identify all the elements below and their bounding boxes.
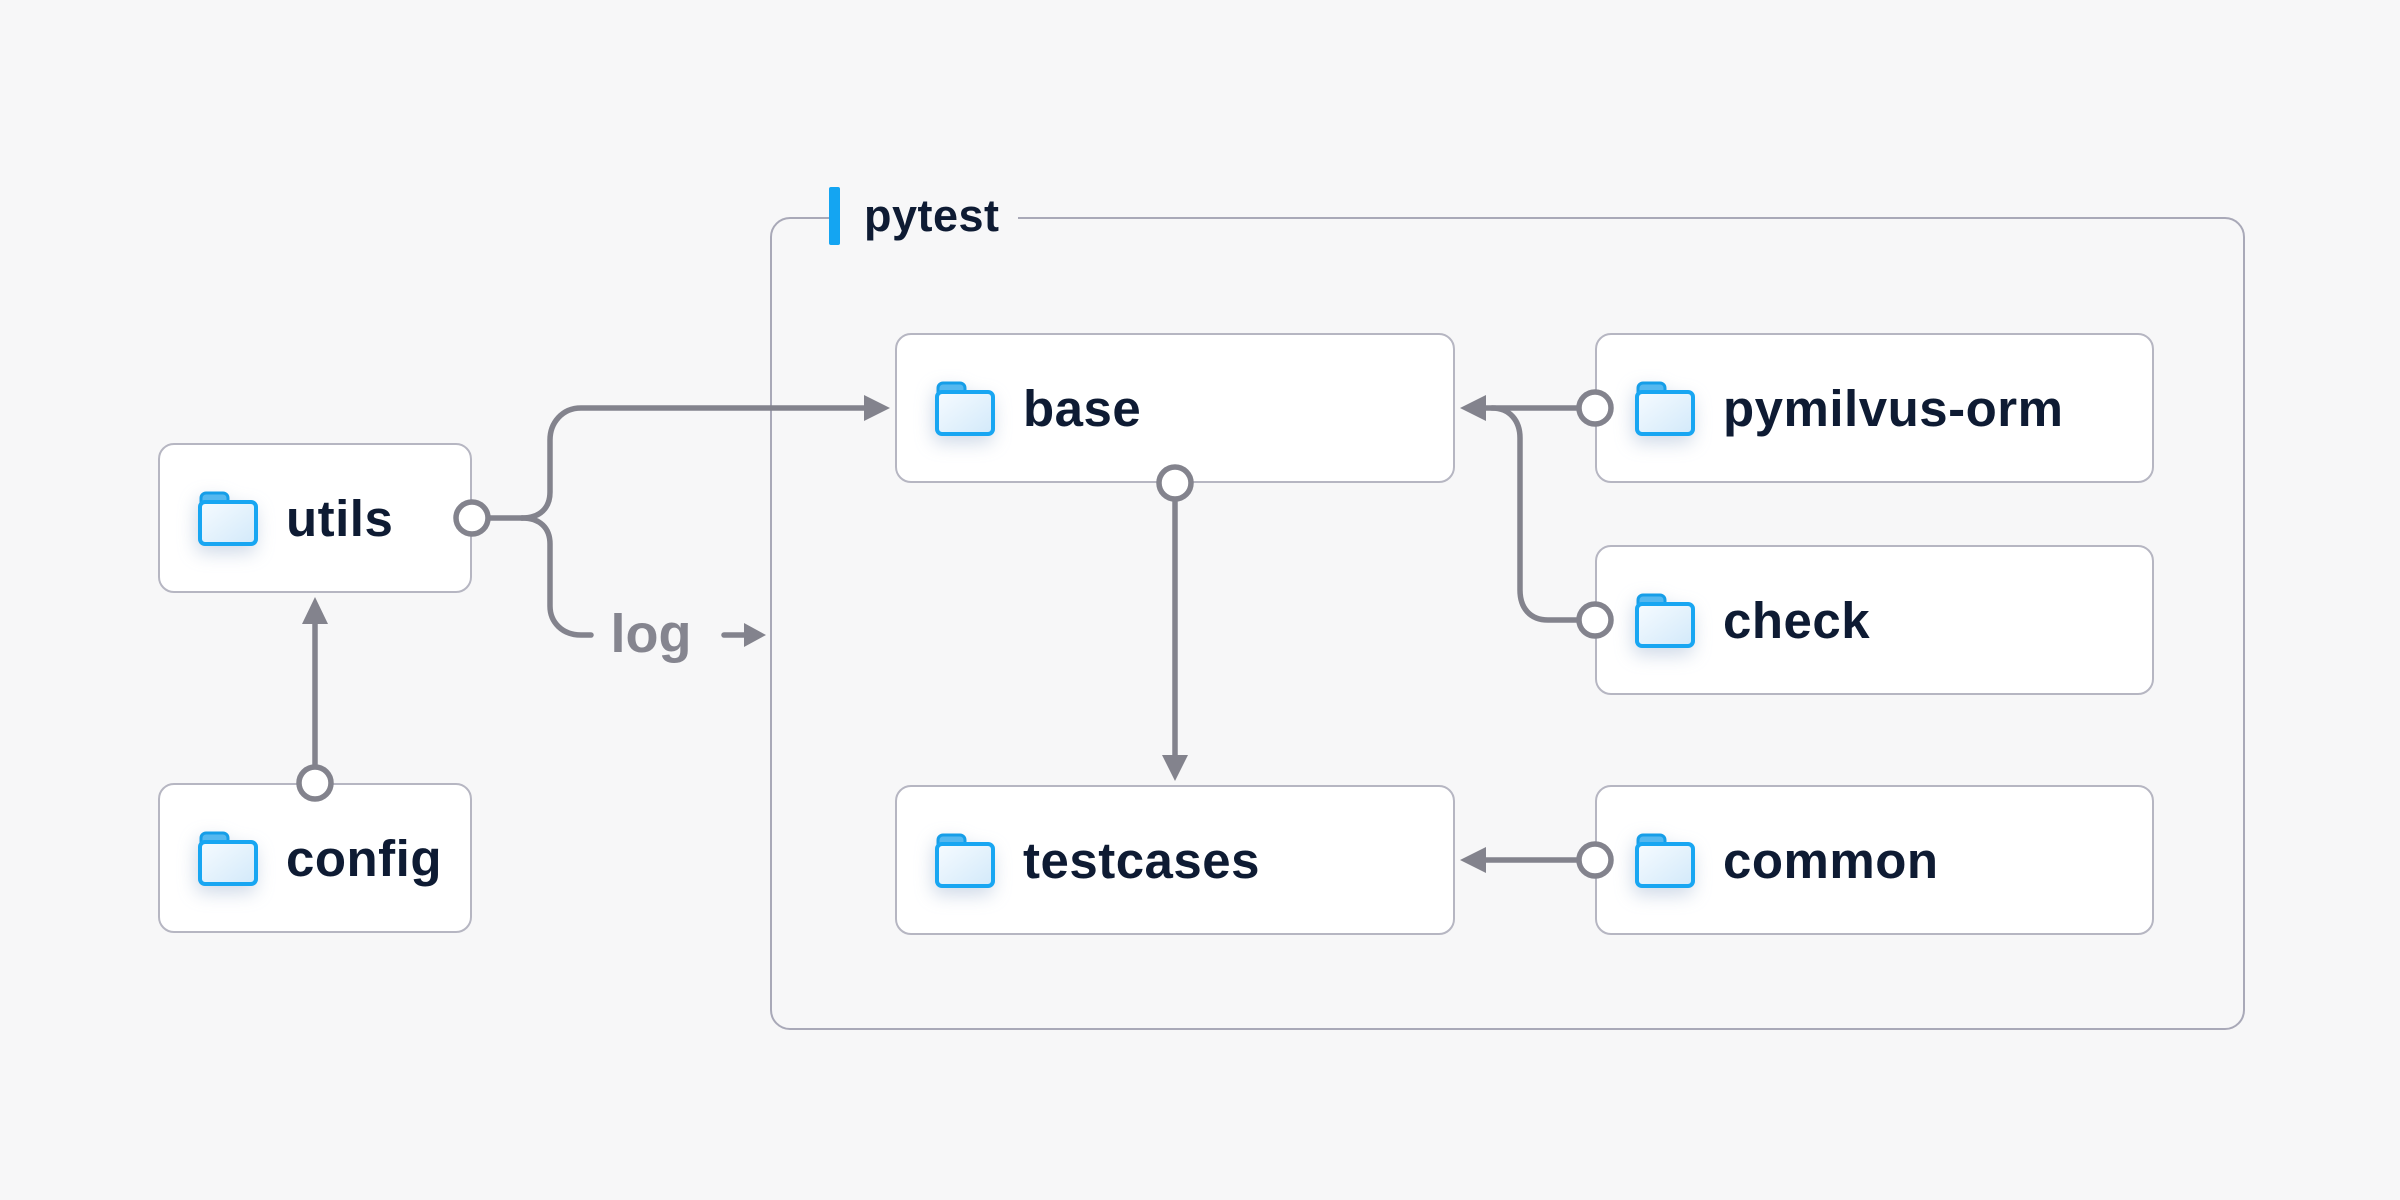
node-utils: utils bbox=[158, 443, 472, 593]
edge-utils-to-log bbox=[519, 515, 594, 638]
node-label: config bbox=[286, 829, 442, 887]
pytest-group-box bbox=[770, 217, 2245, 1030]
folder-icon bbox=[935, 381, 995, 436]
folder-icon bbox=[1635, 833, 1695, 888]
group-title: pytest bbox=[864, 190, 1000, 241]
arrowhead-log bbox=[744, 623, 766, 647]
node-label: base bbox=[1023, 379, 1142, 437]
pytest-group-label: pytest bbox=[829, 185, 1018, 247]
node-config: config bbox=[158, 783, 472, 933]
node-common: common bbox=[1595, 785, 2154, 935]
node-label: common bbox=[1723, 831, 1939, 889]
node-check: check bbox=[1595, 545, 2154, 695]
folder-icon bbox=[198, 491, 258, 546]
node-base: base bbox=[895, 333, 1455, 483]
node-label: pymilvus-orm bbox=[1723, 379, 2064, 437]
folder-icon bbox=[198, 831, 258, 886]
node-label: check bbox=[1723, 591, 1871, 649]
arrowhead-up-into-utils bbox=[302, 597, 328, 624]
folder-icon bbox=[935, 833, 995, 888]
edge-label-log: log bbox=[610, 604, 692, 664]
accent-bar bbox=[829, 187, 840, 245]
node-testcases: testcases bbox=[895, 785, 1455, 935]
folder-icon bbox=[1635, 381, 1695, 436]
node-label: testcases bbox=[1023, 831, 1261, 889]
node-pymilvus-orm: pymilvus-orm bbox=[1595, 333, 2154, 483]
node-label: utils bbox=[286, 489, 394, 547]
folder-icon bbox=[1635, 593, 1695, 648]
